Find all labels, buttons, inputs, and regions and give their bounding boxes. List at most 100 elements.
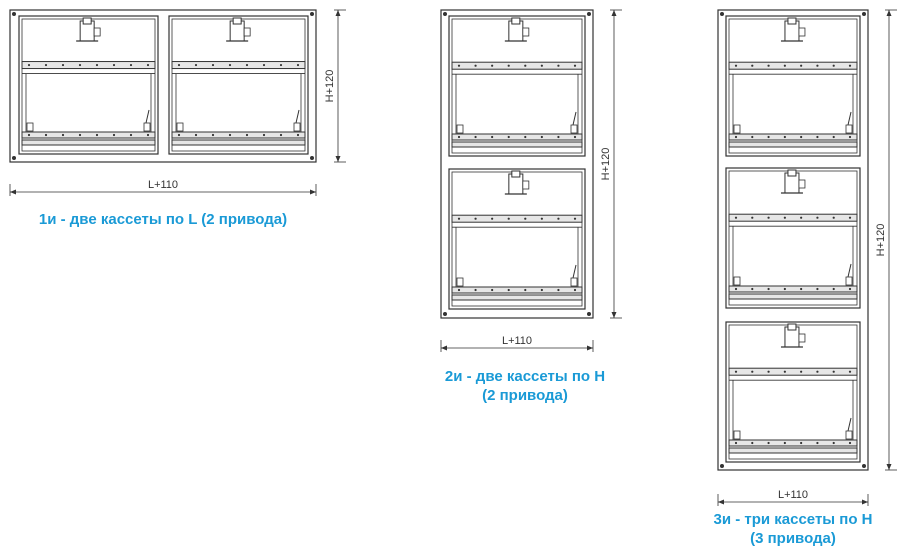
bolt-hole [491, 135, 494, 139]
bolt-hole [734, 64, 738, 67]
bolt-hole [443, 312, 447, 316]
latch [733, 430, 741, 440]
width-dimension: L+110 [440, 335, 594, 352]
bolt-hole [491, 217, 494, 220]
cassette [168, 15, 309, 155]
bolt-hole [61, 63, 65, 67]
latch [845, 276, 853, 286]
width-label: L+110 [502, 335, 532, 347]
latch [26, 122, 34, 132]
arrow-head [611, 312, 617, 318]
cassette [18, 15, 159, 155]
height-dimension: H+120 [600, 9, 622, 319]
bolt-hole [832, 64, 835, 67]
bolt-hole [862, 12, 866, 16]
bolt-hole [734, 287, 738, 291]
bolt-hole [540, 64, 543, 67]
bolt-hole [211, 133, 215, 137]
lower-rail [21, 131, 156, 139]
caption-variant-2i: 2и - две кассеты по H (2 привода) [420, 367, 630, 405]
bolt-hole [848, 135, 852, 139]
bolt-hole [474, 217, 477, 220]
bolt-hole [832, 441, 835, 445]
bolt-hole [720, 464, 724, 468]
bolt-hole [457, 135, 461, 139]
bolt-hole [862, 464, 866, 468]
bolt-hole [112, 63, 116, 67]
bolt-hole [27, 63, 31, 67]
bolt-hole [27, 133, 31, 137]
bolt-hole [95, 133, 99, 137]
bolt-hole [816, 441, 819, 445]
bolt-hole [573, 217, 577, 220]
bolt-hole [524, 135, 527, 139]
latch-lever [145, 109, 150, 124]
bolt-hole [177, 133, 181, 137]
bolt-hole [832, 135, 835, 139]
latch [293, 122, 301, 132]
bolt-hole [78, 63, 82, 67]
bolt-hole [767, 441, 770, 445]
drive-bracket-tab [522, 180, 530, 190]
bolt-hole [457, 64, 461, 67]
bolt-hole [573, 288, 577, 292]
bolt-hole [800, 64, 803, 67]
caption-line: 2и - две кассеты по H [444, 368, 606, 385]
width-label: L+110 [148, 179, 178, 191]
bolt-hole [734, 135, 738, 139]
bolt-hole [507, 135, 510, 139]
bolt-hole [783, 287, 786, 291]
bolt-hole [751, 135, 754, 139]
bolt-hole [751, 64, 754, 67]
bolt-hole [491, 64, 494, 67]
latch-lever [295, 109, 300, 124]
bolt-hole [194, 133, 198, 137]
bolt-hole [12, 12, 16, 16]
bolt-hole [540, 217, 543, 220]
bolt-hole [474, 288, 477, 292]
upper-rail [728, 61, 858, 70]
bolt-hole [524, 217, 527, 220]
bolt-hole [848, 64, 852, 67]
arrow-head [718, 499, 724, 505]
arrow-head [886, 464, 892, 470]
bolt-hole [751, 441, 754, 445]
bolt-hole [112, 133, 116, 137]
cassette [725, 321, 861, 463]
upper-rail [451, 61, 583, 70]
caption-line: (2 привода) [482, 387, 568, 404]
bolt-hole [507, 64, 510, 67]
bolt-hole [734, 370, 738, 373]
arrow-head [441, 345, 447, 351]
bolt-hole [816, 64, 819, 67]
bolt-hole [524, 288, 527, 292]
bolt-hole [816, 370, 819, 373]
bolt-hole [557, 217, 560, 220]
height-dimension: H+120 [324, 9, 346, 163]
drive-bracket-top [511, 170, 521, 178]
bolt-hole [507, 288, 510, 292]
bolt-hole [783, 135, 786, 139]
bolt-hole [816, 287, 819, 291]
bolt-hole [816, 135, 819, 139]
arrow-head [587, 345, 593, 351]
bolt-hole [751, 287, 754, 291]
upper-rail [728, 367, 858, 376]
bolt-hole [146, 133, 150, 137]
bolt-hole [557, 288, 560, 292]
bolt-hole [129, 133, 133, 137]
lower-rail [171, 131, 306, 139]
arrow-head [611, 10, 617, 16]
bolt-hole [129, 63, 133, 67]
blade [171, 139, 306, 146]
bolt-hole [734, 216, 738, 219]
bolt-hole [279, 63, 283, 67]
bolt-hole [832, 287, 835, 291]
bolt-hole [457, 217, 461, 220]
bolt-hole [310, 156, 314, 160]
latch-lever [847, 417, 852, 432]
bolt-hole [767, 135, 770, 139]
arrow-head [310, 189, 316, 195]
height-label: H+120 [875, 224, 887, 257]
